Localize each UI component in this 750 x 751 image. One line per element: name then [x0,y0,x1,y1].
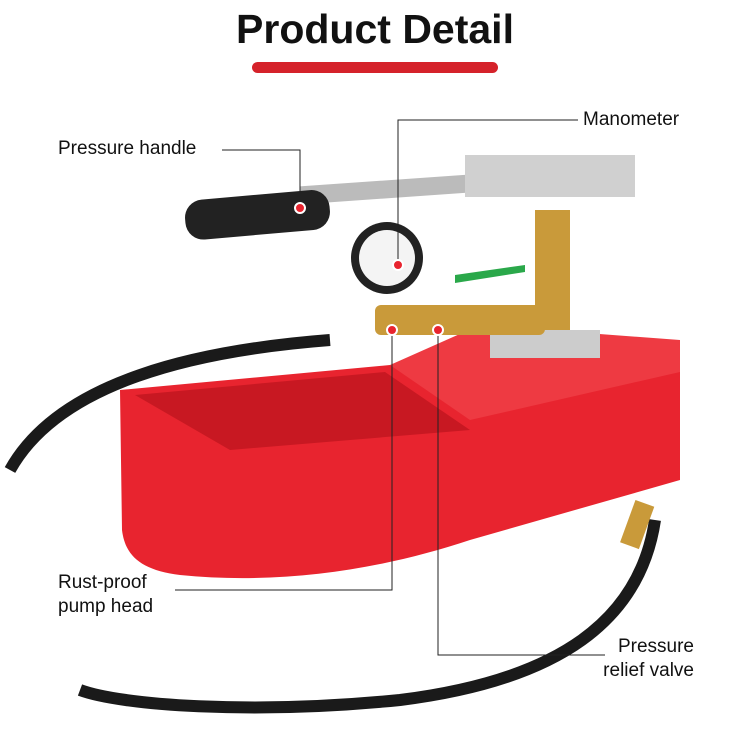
callout-relief-line1: Pressure [617,636,694,657]
callout-pressure-handle: Pressure handle [58,138,197,159]
callout-manometer: Manometer [583,109,680,130]
callout-relief-valve: Pressure relief valve [603,635,694,683]
marker-dot [294,202,306,214]
callout-rust-proof-line1: Rust-proof [58,572,147,593]
marker-dot [432,324,444,336]
marker-dot [386,324,398,336]
callout-relief-line2: relief valve [603,660,694,681]
callout-rust-proof-line2: pump head [58,596,154,617]
callout-rust-proof: Rust-proof pump head [58,571,153,619]
page-title: Product Detail [236,6,514,52]
marker-dot [392,259,404,271]
title-underline [252,62,498,73]
